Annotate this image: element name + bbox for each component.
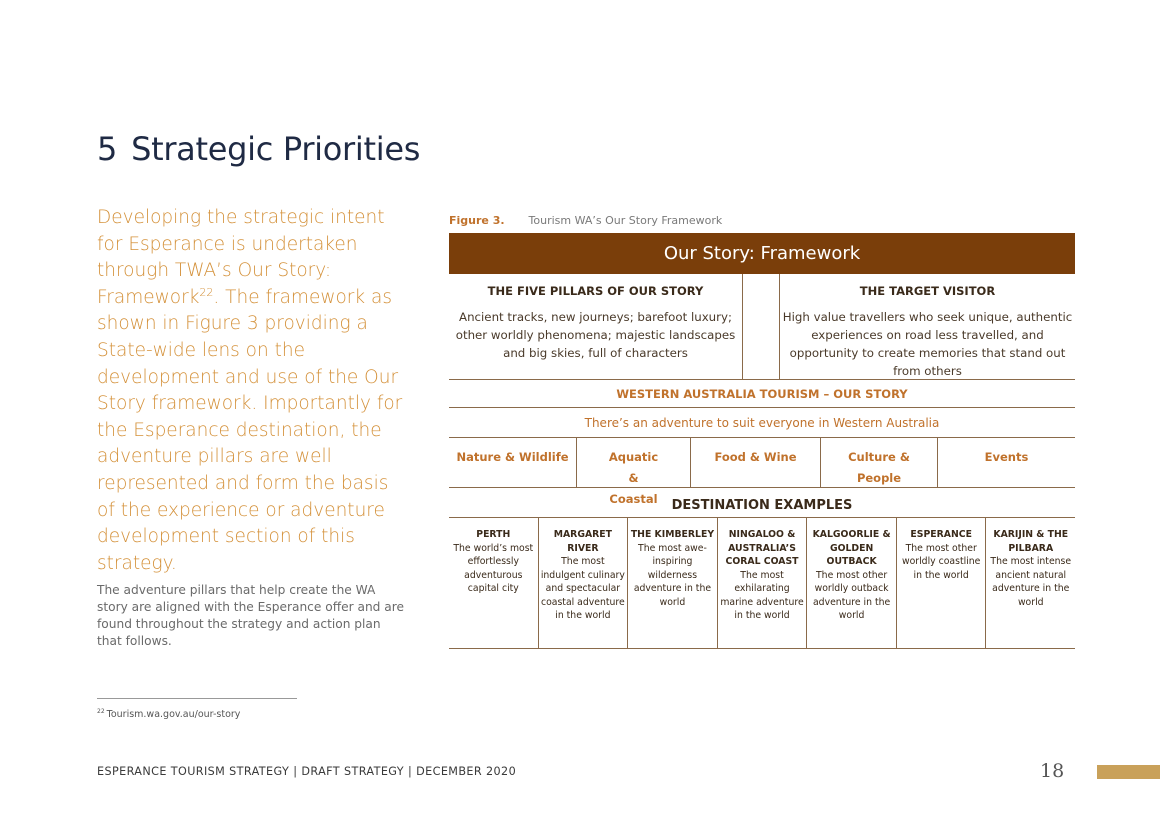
destination-name: THE KIMBERLEY <box>630 529 715 540</box>
destination-cell: PERTH The world’s most effortlessly adven… <box>449 518 539 648</box>
framework-top-row: THE FIVE PILLARS OF OUR STORY Ancient tr… <box>449 274 1075 380</box>
adventure-pillars-row: Nature & Wildlife Aquatic & Coastal Food… <box>449 438 1075 506</box>
lead-text-end: . The framework as shown in Figure 3 pro… <box>97 286 403 574</box>
pillar-events: Events <box>984 450 1029 464</box>
destination-desc: The most intense ancient natural adventu… <box>990 556 1072 608</box>
footnote-number: 22 <box>97 708 105 715</box>
pillar-culture-people: Culture & People <box>821 438 938 487</box>
figure-label: Figure 3. <box>449 214 505 227</box>
destination-desc: The most other worldly outback adventure… <box>812 569 891 622</box>
destination-name: ESPERANCE <box>910 529 972 540</box>
destination-desc: The most awe-inspiring wilderness advent… <box>633 542 712 608</box>
section-number: 5 <box>97 130 118 168</box>
destination-desc: The most exhilarating marine adventure i… <box>720 569 804 622</box>
target-visitor-text: High value travellers who seek unique, a… <box>782 310 1073 378</box>
figure-caption: Figure 3. Tourism WA’s Our Story Framewor… <box>449 214 722 227</box>
page-footer: ESPERANCE TOURISM STRATEGY | DRAFT STRAT… <box>97 765 517 778</box>
footnote-divider <box>97 698 297 699</box>
destination-desc: The world’s most effortlessly adventurou… <box>453 542 534 595</box>
wa-tourism-title: WESTERN AUSTRALIA TOURISM – OUR STORY <box>449 380 1075 408</box>
destination-name: NINGALOO & AUSTRALIA’S CORAL COAST <box>725 529 799 567</box>
destination-name: PERTH <box>476 529 511 540</box>
five-pillars-column: THE FIVE PILLARS OF OUR STORY Ancient tr… <box>449 274 742 379</box>
section-title: Strategic Priorities <box>131 130 421 168</box>
footnote-text: Tourism.wa.gov.au/our-story <box>106 709 241 721</box>
destination-name: KALGOORLIE & GOLDEN OUTBACK <box>812 529 891 567</box>
destination-examples-row: PERTH The world’s most effortlessly adven… <box>449 518 1075 649</box>
destination-desc: The most other worldly coastline in the … <box>901 542 981 581</box>
pillar-nature-wildlife: Nature & Wildlife <box>449 438 577 487</box>
target-visitor-column: THE TARGET VISITOR High value travellers… <box>780 274 1075 379</box>
pillar-food-wine: Food & Wine <box>691 438 821 487</box>
lead-paragraph: Developing the strategic intent for Espe… <box>97 205 407 577</box>
destination-cell: THE KIMBERLEY The most awe-inspiring wild… <box>628 518 718 648</box>
framework-spacer <box>742 274 780 379</box>
footnote-ref[interactable]: 22 <box>199 285 214 299</box>
section-heading: 5 Strategic Priorities <box>97 130 420 168</box>
destination-cell: ESPERANCE The most other worldly coastlin… <box>897 518 987 648</box>
framework-title: Our Story: Framework <box>449 233 1075 274</box>
body-paragraph: The adventure pillars that help create t… <box>97 583 404 648</box>
destination-name: MARGARET RIVER <box>553 529 613 554</box>
lead-text-start: Developing the strategic intent for Espe… <box>97 207 385 308</box>
five-pillars-heading: THE FIVE PILLARS OF OUR STORY <box>487 284 704 298</box>
page-number: 18 <box>1040 760 1065 782</box>
target-visitor-heading: THE TARGET VISITOR <box>859 284 996 298</box>
figure-caption-text: Tourism WA’s Our Story Framework <box>528 214 723 227</box>
destination-examples-title: DESTINATION EXAMPLES <box>449 488 1075 518</box>
our-story-framework: Our Story: Framework THE FIVE PILLARS OF… <box>449 233 1075 649</box>
destination-desc: The most indulgent culinary and spectacu… <box>540 556 625 621</box>
destination-name: KARIJIN & THE PILBARA <box>993 529 1069 554</box>
wa-tourism-subtitle: There’s an adventure to suit everyone in… <box>449 408 1075 438</box>
pillar-aquatic-coastal: Aquatic & Coastal <box>577 438 691 506</box>
page-accent-bar <box>1097 765 1160 779</box>
five-pillars-text: Ancient tracks, new journeys; barefoot l… <box>455 310 736 360</box>
